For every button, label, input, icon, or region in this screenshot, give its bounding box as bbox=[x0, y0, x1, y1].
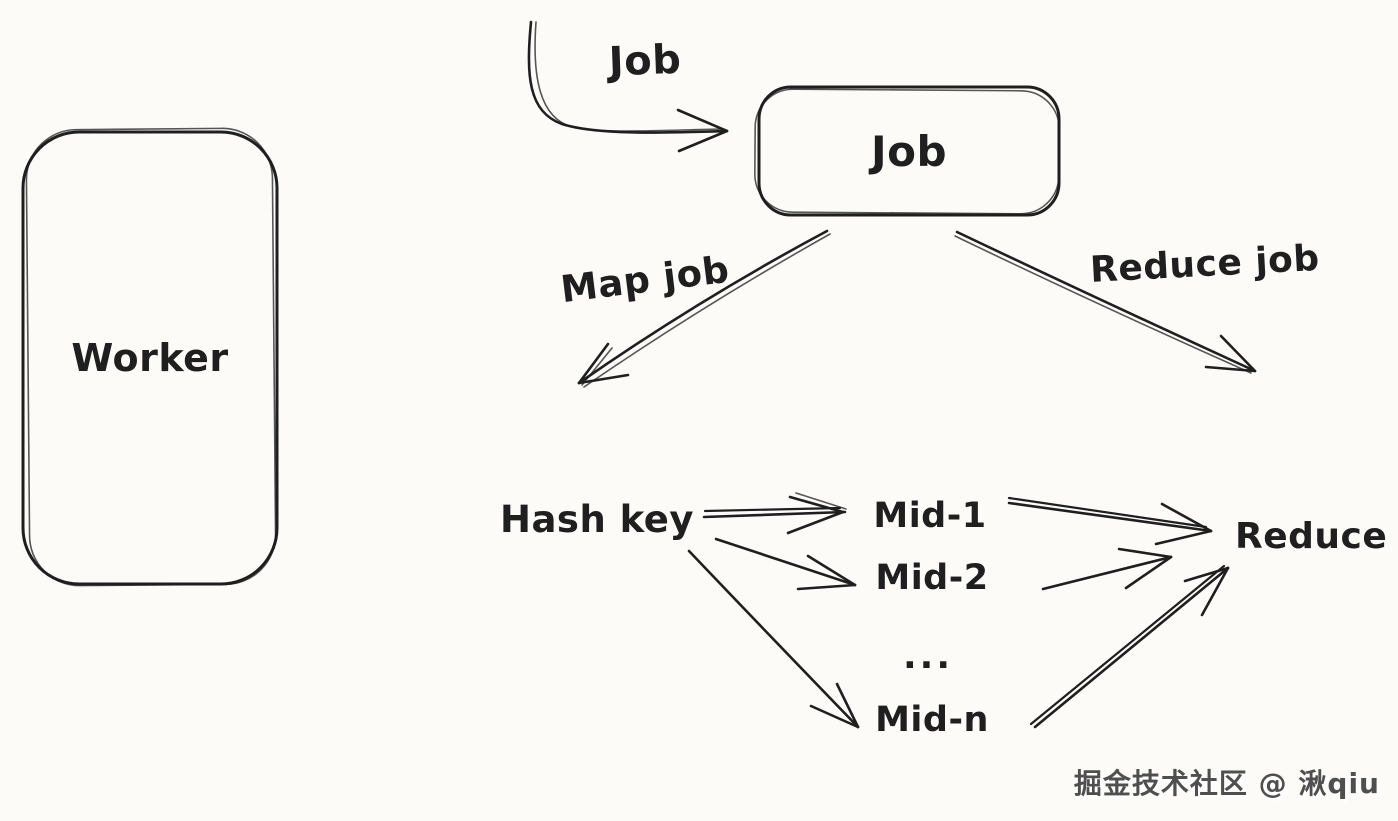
arrow-hash-to-mid2 bbox=[714, 537, 857, 591]
worker-box bbox=[21, 127, 279, 587]
ellipsis-label: ... bbox=[902, 636, 954, 677]
reduce-label: Reduce bbox=[1235, 516, 1388, 557]
mid-2-label: Mid-2 bbox=[875, 558, 989, 598]
mid-n-label: Mid-n bbox=[875, 700, 989, 740]
job-box bbox=[754, 85, 1061, 217]
arrow-midn-to-reduce bbox=[1029, 564, 1230, 729]
worker-node-label: Worker bbox=[71, 336, 229, 380]
arrow-hash-to-mid1 bbox=[702, 492, 847, 535]
arrow-mid2-to-reduce bbox=[1041, 547, 1173, 591]
arrow-mid1-to-reduce bbox=[1007, 496, 1213, 546]
job-node-label: Job bbox=[870, 126, 948, 176]
incoming-job-label: Job bbox=[607, 36, 683, 86]
arrow-reduce-job bbox=[954, 230, 1257, 374]
mid-1-label: Mid-1 bbox=[873, 496, 987, 536]
hash-key-label: Hash key bbox=[500, 498, 695, 541]
arrow-job-input bbox=[527, 20, 729, 153]
arrow-hash-to-midn bbox=[687, 549, 860, 729]
watermark-text: 掘金技术社区 @ 湫qiu bbox=[1073, 767, 1380, 800]
arrow-map-job bbox=[577, 229, 831, 388]
